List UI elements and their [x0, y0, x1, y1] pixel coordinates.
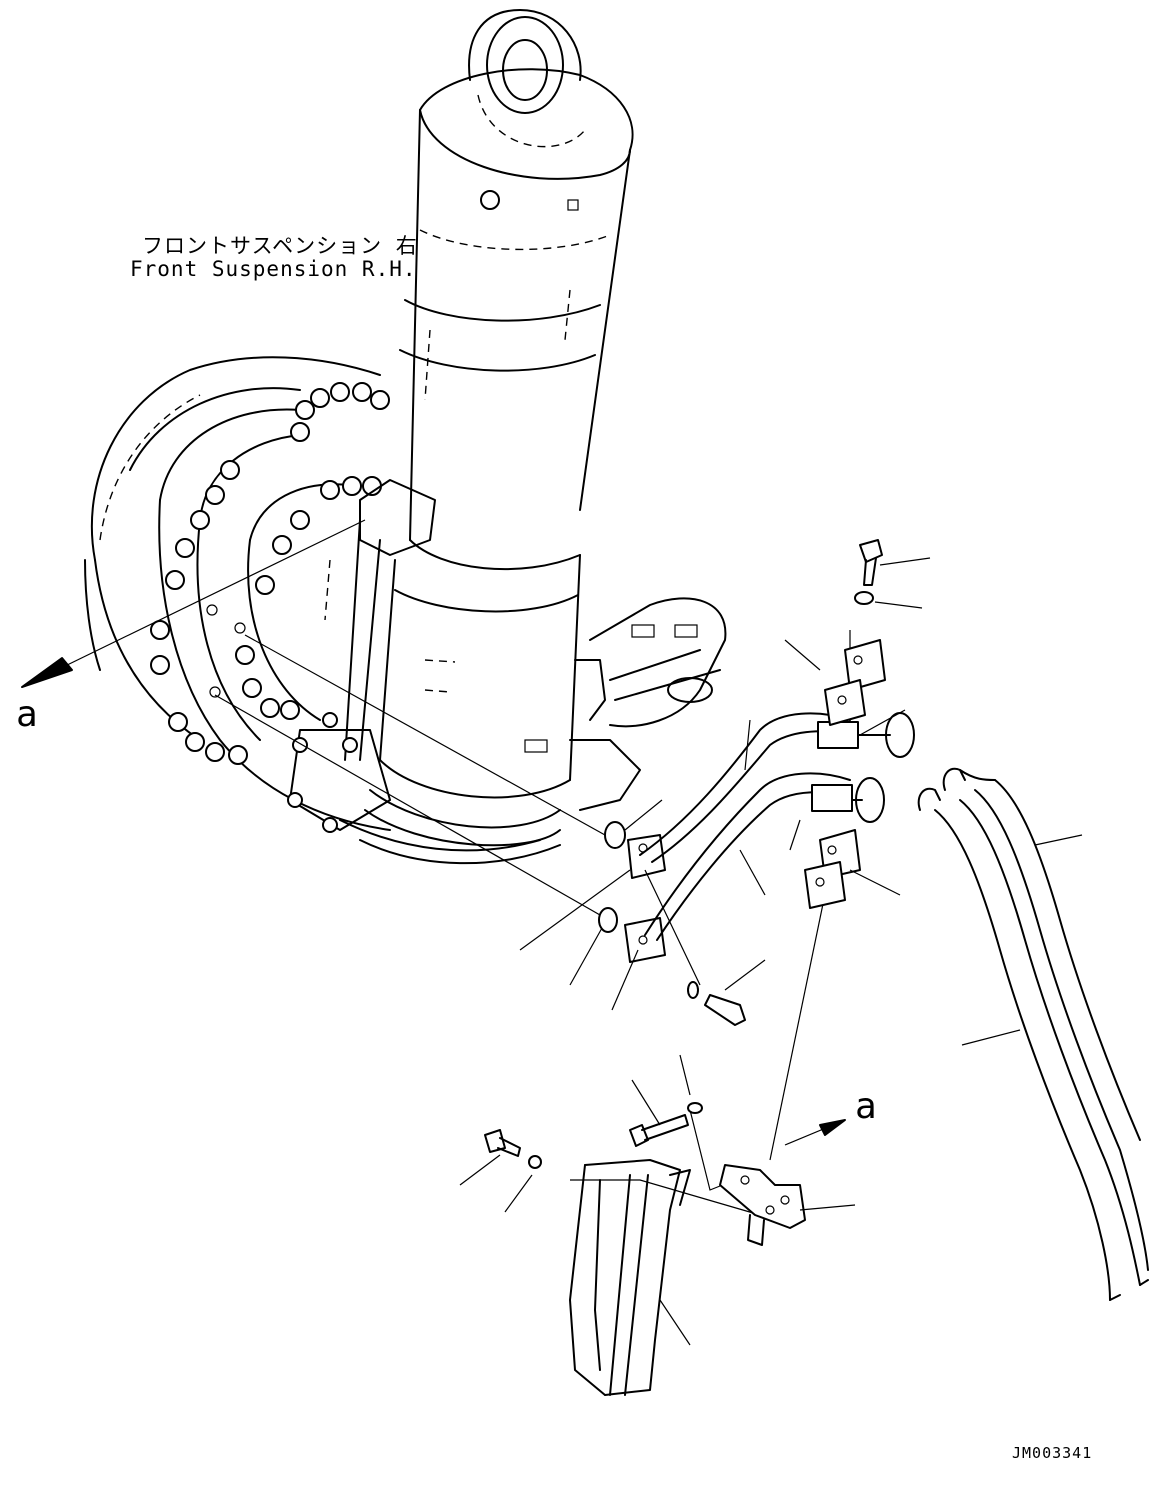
- view-marker-right: a: [855, 1086, 877, 1127]
- hydraulic-hoses: [917, 767, 1149, 1301]
- view-arrow-left: [21, 519, 366, 688]
- mounting-bracket: [719, 1164, 806, 1246]
- tube-bolt: [687, 981, 746, 1026]
- tube-fittings: [811, 712, 915, 823]
- hub-bolts: [150, 382, 390, 765]
- suspension-cylinder: [324, 9, 634, 847]
- bracket-bolt: [629, 1102, 703, 1147]
- assembly-lines: [214, 630, 851, 1216]
- part-name-japanese: フロントサスペンション 右: [142, 234, 418, 258]
- tube-guard: [569, 1159, 691, 1396]
- top-bolt: [854, 539, 883, 605]
- o-rings: [598, 821, 626, 933]
- steering-arm: [524, 597, 727, 811]
- part-name-english: Front Suspension R.H.: [130, 257, 417, 281]
- wheel-hub: [84, 356, 561, 865]
- tube-clamps: [804, 639, 886, 909]
- guard-bolt: [484, 1129, 542, 1169]
- view-marker-left: a: [16, 694, 38, 735]
- hydraulic-tubes: [624, 712, 851, 963]
- view-arrow-right: [784, 1119, 846, 1146]
- callout-leaders: [459, 557, 1083, 1346]
- drawing-number: JM003341: [1012, 1444, 1093, 1462]
